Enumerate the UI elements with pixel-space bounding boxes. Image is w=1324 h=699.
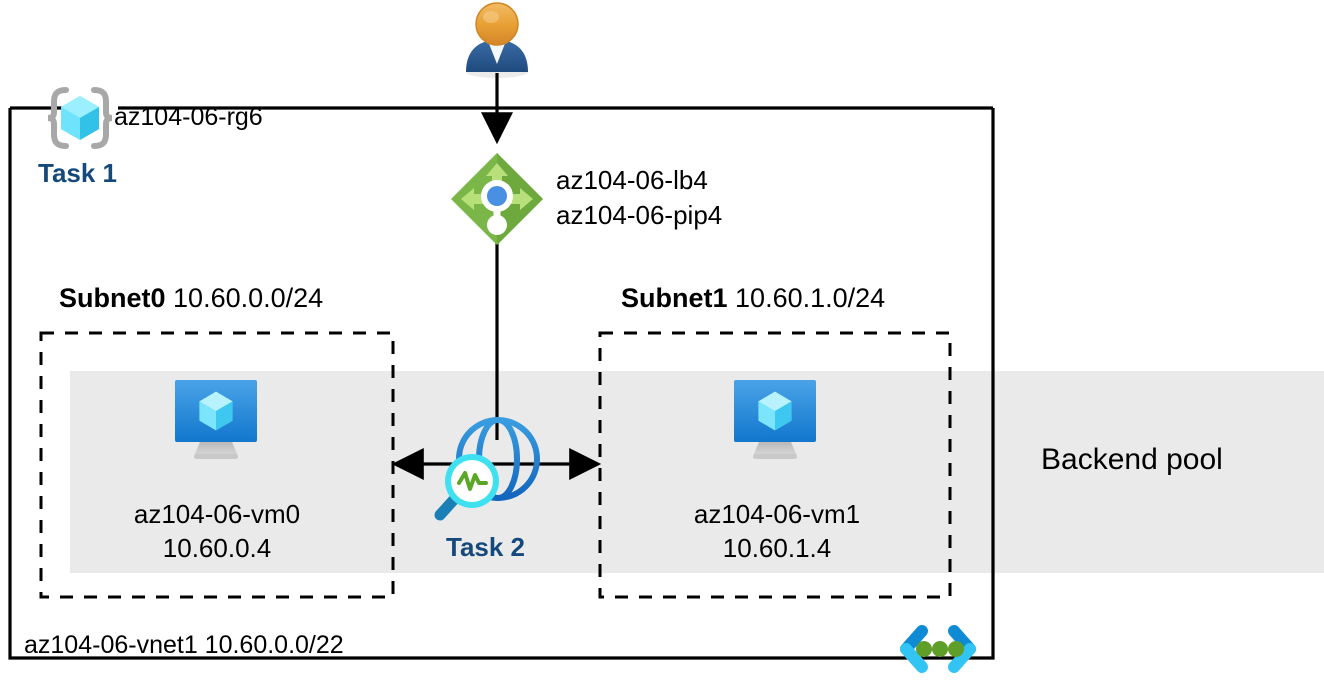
task-1-label: Task 1 xyxy=(38,158,118,188)
load-balancer-lb-name: az104-06-lb4 xyxy=(556,165,708,195)
vm1-ip: 10.60.1.4 xyxy=(722,532,832,563)
task-2-label: Task 2 xyxy=(446,532,526,562)
subnet1-name: Subnet1 xyxy=(621,283,728,313)
vm0-label: az104-06-vm0 10.60.0.4 xyxy=(76,498,358,566)
vm1-label: az104-06-vm1 10.60.1.4 xyxy=(636,498,918,566)
subnet0-cidr: 10.60.0.0/24 xyxy=(173,283,324,313)
subnet0-name: Subnet0 xyxy=(59,283,166,313)
resource-group-cube-icon xyxy=(47,87,113,149)
backend-pool-label: Backend pool xyxy=(1041,443,1223,476)
load-balancer-pip-name: az104-06-pip4 xyxy=(556,200,723,231)
vm0-name: az104-06-vm0 xyxy=(133,499,301,529)
user-icon xyxy=(466,2,528,78)
virtual-network-icon xyxy=(900,625,976,673)
load-balancer-icon xyxy=(451,153,543,245)
load-balancer-name: az104-06-lb4 az104-06-pip4 xyxy=(556,163,722,234)
subnet1-cidr: 10.60.1.0/24 xyxy=(735,283,886,313)
subnet0-title: Subnet0 10.60.0.0/24 xyxy=(59,283,323,314)
resource-group-name: az104-06-rg6 xyxy=(114,103,263,131)
vnet-label: az104-06-vnet1 10.60.0.0/22 xyxy=(24,631,344,659)
subnet1-title: Subnet1 10.60.1.0/24 xyxy=(621,283,885,314)
vm1-name: az104-06-vm1 xyxy=(693,499,861,529)
vm0-ip: 10.60.0.4 xyxy=(162,532,272,563)
